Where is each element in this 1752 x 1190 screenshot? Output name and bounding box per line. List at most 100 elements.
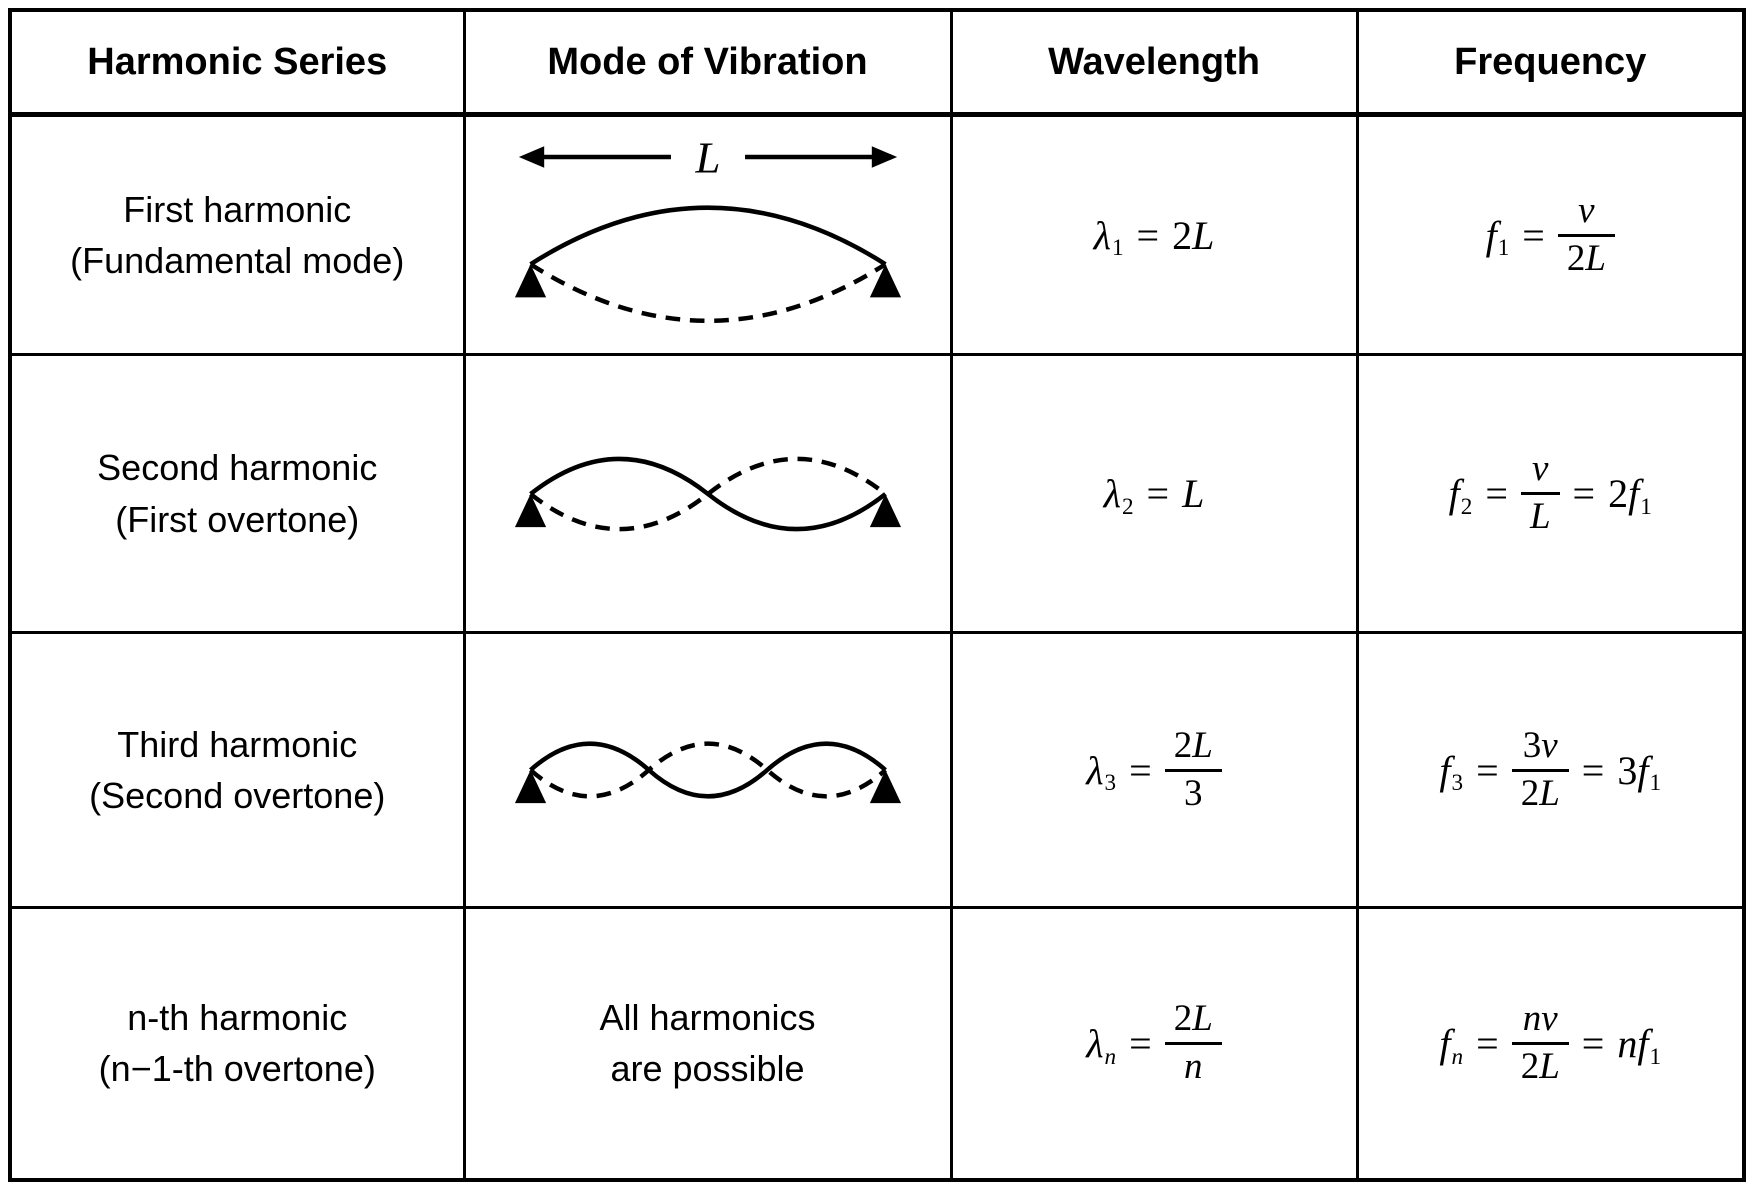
standing-wave-diagram — [514, 456, 901, 531]
harmonic-series-cell: Second harmonic (First overtone) — [8, 353, 466, 634]
fraction-bar — [1511, 1041, 1569, 1045]
frequency-cell: fn = nv 2L = nf1 — [1355, 906, 1746, 1181]
fraction-bar — [1164, 1041, 1222, 1045]
harmonic-name-line: (First overtone) — [115, 498, 360, 540]
left-support-icon — [514, 770, 546, 804]
math-subscript: 1 — [1497, 235, 1510, 262]
wavelength-cell: λ1=2L — [949, 113, 1359, 356]
wave-solid-curve — [528, 205, 887, 267]
equals-sign: = — [1581, 1020, 1605, 1066]
math-subscript: 2 — [1460, 493, 1473, 520]
mode-of-vibration-cell: L — [462, 113, 953, 356]
equals-sign: = — [1136, 212, 1160, 258]
math-term: λ1 — [1093, 212, 1124, 262]
math-term: fn — [1439, 1020, 1464, 1070]
math-term: λn — [1086, 1020, 1117, 1070]
math-subscript: 2 — [1121, 493, 1134, 520]
right-support-icon — [869, 770, 901, 804]
wavelength-formula: λ2 = L — [954, 470, 1354, 520]
standing-wave-diagram: L — [514, 133, 901, 324]
right-support-icon — [869, 264, 901, 298]
equals-sign: = — [1522, 212, 1545, 258]
harmonic-name-line: Third harmonic — [117, 723, 358, 765]
harmonics-reference-table: Harmonic Series Mode of Vibration Wavele… — [8, 8, 1746, 1182]
right-support-icon — [869, 493, 901, 527]
wave-dashed-curve — [528, 741, 887, 799]
mode-text-line: All harmonics — [599, 997, 816, 1039]
equals-sign: = — [1485, 471, 1508, 516]
length-label: L — [694, 133, 720, 183]
harmonic-name-line: n-th harmonic — [127, 997, 348, 1039]
equals-sign: = — [1146, 471, 1170, 516]
fraction-numerator: 2L — [1173, 998, 1213, 1040]
wave-dashed-curve — [528, 262, 887, 324]
mode-of-vibration-cell — [462, 353, 953, 634]
math-subscript: 3 — [1104, 770, 1117, 797]
mode-of-vibration-cell: All harmonics are possible — [462, 906, 953, 1181]
table-row: n-th harmonic(n−1-th overtone)All harmon… — [8, 906, 1746, 1181]
fraction-numerator: 3v — [1522, 724, 1558, 766]
harmonic-series-cell: Third harmonic (Second overtone) — [8, 631, 466, 909]
math-term: λ2 — [1103, 471, 1134, 520]
column-header-wavelength: Wavelength — [949, 8, 1359, 117]
fraction-numerator: v — [1532, 448, 1549, 490]
math-term: f1 — [1485, 212, 1510, 262]
fraction-denominator: 3 — [1183, 772, 1203, 814]
math-subscript: 3 — [1451, 770, 1464, 797]
frequency-formula: fn = nv 2L = nf1 — [1360, 998, 1741, 1088]
arrow-left-icon — [518, 146, 544, 168]
math-subscript: n — [1451, 1043, 1464, 1070]
harmonic-name-line: Second harmonic — [97, 447, 378, 489]
harmonic-name-line: (Fundamental mode) — [70, 240, 405, 281]
harmonic-series-cell: First harmonic (Fundamental mode) — [8, 113, 466, 356]
math-subscript: 1 — [1649, 1043, 1662, 1070]
equals-sign: = — [1581, 747, 1605, 793]
table-header-row: Harmonic Series Mode of Vibration Wavele… — [8, 8, 1746, 117]
harmonic-name-line: First harmonic — [123, 188, 352, 230]
arrow-right-icon — [871, 146, 897, 168]
wavelength-cell: λ2 = L — [949, 353, 1359, 634]
fraction: nv 2L — [1511, 998, 1569, 1088]
wave-solid-curve — [528, 741, 887, 799]
math-subscript: 1 — [1111, 235, 1124, 262]
fraction-numerator: nv — [1522, 998, 1558, 1040]
equals-sign: = — [1476, 1020, 1499, 1066]
math-term: 2f1 — [1608, 471, 1652, 520]
wave-dashed-curve — [528, 456, 887, 531]
wavelength-formula: λ1=2L — [954, 212, 1354, 262]
standing-wave-diagram — [514, 741, 901, 804]
length-arrow: L — [518, 133, 897, 183]
left-support-icon — [514, 264, 546, 298]
math-subscript: n — [1104, 1043, 1117, 1070]
fraction-denominator: 2L — [1520, 1045, 1560, 1087]
equals-sign: = — [1129, 747, 1152, 793]
fraction-bar — [1164, 768, 1222, 772]
fraction-bar — [1520, 492, 1560, 495]
mode-text-line: are possible — [610, 1048, 805, 1090]
harmonic-name-line: (Second overtone) — [89, 775, 386, 816]
fraction-denominator: 2L — [1566, 237, 1606, 279]
mode-of-vibration-cell — [462, 631, 953, 909]
math-term: L — [1182, 471, 1205, 516]
fraction-bar — [1557, 233, 1615, 237]
left-support-icon — [514, 493, 546, 527]
fraction-denominator: L — [1529, 496, 1551, 537]
equals-sign: = — [1572, 471, 1596, 516]
math-term: nf1 — [1617, 1020, 1662, 1070]
